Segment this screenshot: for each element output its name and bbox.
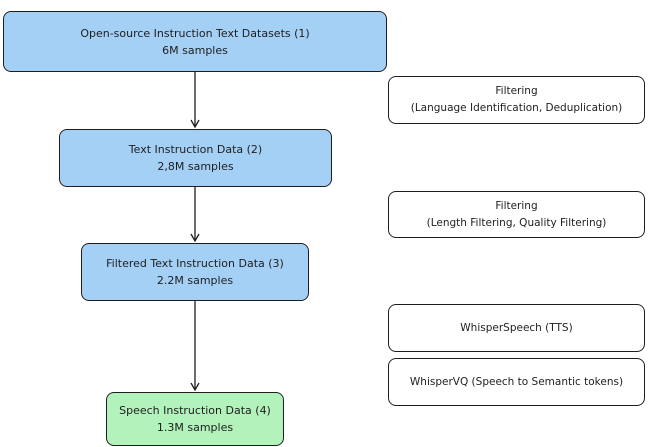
node-title: Speech Instruction Data (4) — [119, 404, 271, 417]
node-sample-count: 2.2M samples — [156, 274, 234, 287]
step-language-dedup-filtering: Filtering (Language Identification, Dedu… — [388, 76, 645, 124]
step-whisperspeech-tts: WhisperSpeech (TTS) — [388, 304, 645, 352]
node-open-source-datasets: Open-source Instruction Text Datasets (1… — [3, 11, 387, 72]
step-detail: (Length Filtering, Quality Filtering) — [426, 216, 607, 229]
node-title: Open-source Instruction Text Datasets (1… — [80, 26, 310, 40]
step-title: WhisperVQ (Speech to Semantic tokens) — [409, 375, 624, 388]
node-sample-count: 2,8M samples — [157, 160, 234, 173]
step-title: WhisperSpeech (TTS) — [460, 321, 573, 334]
step-whispervq-semantic-tokens: WhisperVQ (Speech to Semantic tokens) — [388, 358, 645, 406]
node-sample-count: 6M samples — [162, 43, 228, 57]
node-sample-count: 1.3M samples — [156, 421, 234, 434]
node-title: Text Instruction Data (2) — [128, 143, 263, 156]
step-detail: (Language Identification, Deduplication) — [410, 102, 623, 114]
node-filtered-text-instruction-data: Filtered Text Instruction Data (3) 2.2M … — [81, 243, 309, 301]
node-speech-instruction-data: Speech Instruction Data (4) 1.3M samples — [106, 392, 284, 446]
step-title: Filtering — [495, 85, 538, 97]
step-length-quality-filtering: Filtering (Length Filtering, Quality Fil… — [388, 191, 645, 238]
step-title: Filtering — [495, 199, 538, 212]
node-text-instruction-data: Text Instruction Data (2) 2,8M samples — [59, 129, 332, 187]
node-title: Filtered Text Instruction Data (3) — [106, 257, 284, 270]
